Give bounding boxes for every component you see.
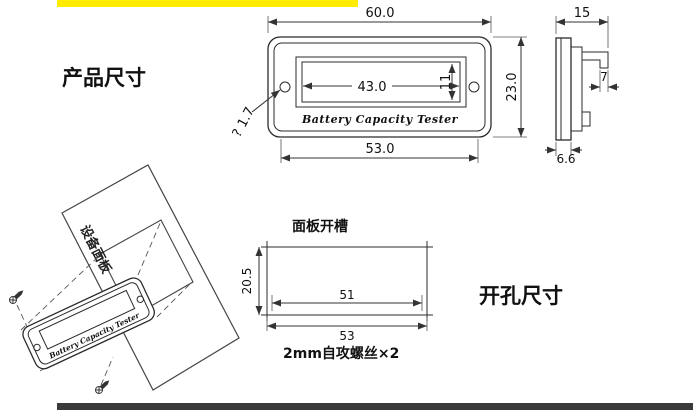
brand-text-front: Battery Capacity Tester <box>301 113 459 126</box>
tester-ear-left <box>33 343 41 352</box>
screw-note: 2mm自攻螺丝×2 <box>283 345 399 362</box>
dim-cutout-outer-width: 53 <box>339 329 354 343</box>
tester-ear-right <box>136 295 144 303</box>
dim-cutout-inner-width: 51 <box>339 288 354 302</box>
dim-display-height: 11 <box>439 74 454 91</box>
cutout-title: 面板开槽 <box>292 218 348 235</box>
title-opening-size: 开孔尺寸 <box>479 284 563 308</box>
side-faceplate <box>555 37 572 141</box>
dim-front-inner-width: 53.0 <box>366 142 395 157</box>
front-outline <box>267 36 492 138</box>
dim-display-width: 43.0 <box>358 80 387 95</box>
dim-cutout-height: 20.5 <box>240 268 254 295</box>
assembly-view: 设备面板 Battery Capacity Tester <box>9 164 240 394</box>
mounting-hole-right <box>468 81 480 93</box>
front-view: Battery Capacity Tester 43.0 11 60.0 53.… <box>230 6 527 163</box>
side-view: 15 7 6.6 <box>545 6 619 166</box>
front-inner-outline <box>273 42 486 132</box>
dim-hole-diameter: ? 1.7 <box>230 105 258 140</box>
footer-dark-bar <box>57 403 693 410</box>
tester-display <box>38 289 136 350</box>
dim-front-width: 60.0 <box>366 6 395 21</box>
title-product-size: 产品尺寸 <box>62 66 146 90</box>
dim-side-clip: 7 <box>600 70 608 84</box>
side-lower-tab <box>581 111 591 127</box>
screw-icon-1 <box>9 290 24 304</box>
screw-icon-2 <box>95 380 110 394</box>
dim-side-width: 15 <box>574 6 591 21</box>
side-clip-hook <box>581 51 609 69</box>
dim-side-depth: 6.6 <box>556 152 575 166</box>
yellow-highlight-bar <box>57 0 358 7</box>
mounting-hole-left <box>279 81 291 93</box>
side-body <box>570 46 583 132</box>
cutout-view: 面板开槽 20.5 51 53 <box>240 218 433 343</box>
display-window-inner <box>301 61 461 103</box>
dim-front-height: 23.0 <box>505 73 520 102</box>
display-window <box>295 56 467 108</box>
